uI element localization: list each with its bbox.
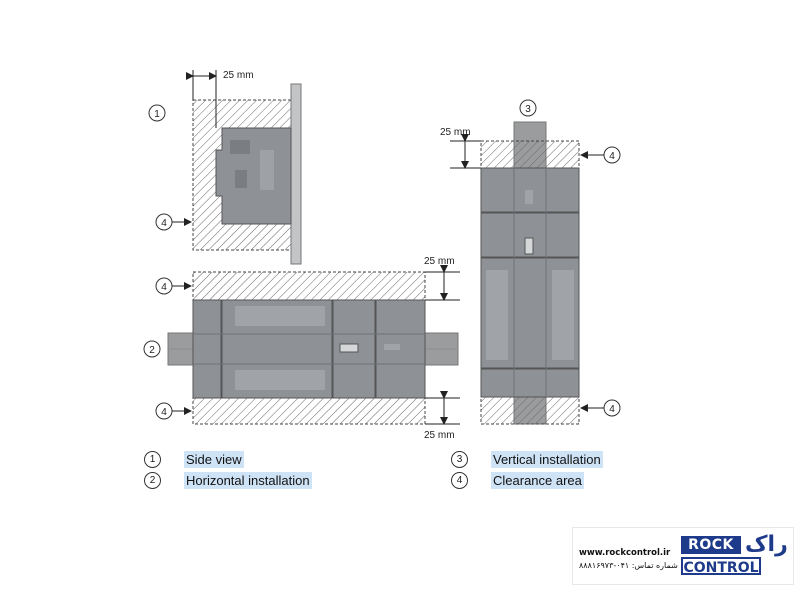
rockcontrol-logo: www.rockcontrol.ir شماره تماس: ۰۴۱-۸۸۸۱۶… <box>572 527 794 585</box>
callout-1-side <box>148 104 166 122</box>
installation-clearance-diagram: 25 mm 1 4 25 mm 25 mm 4 <box>143 70 621 441</box>
legend-label-horizontal-installation: Horizontal installation <box>184 472 312 489</box>
side-view-mounting-panel <box>290 83 302 265</box>
legend-label-side-view: Side view <box>184 451 244 468</box>
logo-persian-text: راک <box>745 532 788 557</box>
callout-3 <box>519 99 537 117</box>
horizontal-module <box>375 299 426 399</box>
side-view-dimension: 25 mm <box>223 70 254 81</box>
side-view-device <box>215 127 292 225</box>
vertical-bottom-clearance <box>480 396 580 425</box>
legend-number-3: 3 <box>451 451 468 468</box>
callout-3-number: 3 <box>525 104 531 115</box>
logo-url: www.rockcontrol.ir <box>579 548 671 558</box>
vertical-module <box>480 368 580 398</box>
logo-phone: شماره تماس: ۰۴۱-۸۸۸۱۶۹۷۳ <box>579 561 678 570</box>
horizontal-module <box>192 299 222 399</box>
callout-2-number: 2 <box>149 345 155 356</box>
side-view: 25 mm 1 4 <box>148 70 302 265</box>
legend-number-1: 1 <box>144 451 161 468</box>
horizontal-top-dimension: 25 mm <box>424 256 455 267</box>
legend-label-clearance-area: Clearance area <box>491 472 584 489</box>
legend-label-vertical-installation: Vertical installation <box>491 451 603 468</box>
horizontal-bottom-dimension: 25 mm <box>424 430 455 441</box>
horizontal-installation: 25 mm 25 mm 4 2 4 <box>143 256 460 441</box>
callout-4-vertical-bottom-number: 4 <box>609 404 615 415</box>
logo-rock-text: ROCK <box>681 536 741 554</box>
vertical-top-clearance <box>480 140 580 169</box>
logo-control-text: CONTROL <box>681 557 761 576</box>
horizontal-top-clearance <box>192 271 426 301</box>
callout-1-side-number: 1 <box>154 109 160 120</box>
callout-4-horizontal-top-number: 4 <box>161 282 167 293</box>
horizontal-bottom-clearance <box>192 397 426 425</box>
callout-2 <box>143 340 161 358</box>
vertical-installation: 25 mm 3 4 4 <box>440 99 621 425</box>
legend-number-2: 2 <box>144 472 161 489</box>
callout-4-horizontal-bottom-number: 4 <box>161 407 167 418</box>
legend-number-4: 4 <box>451 472 468 489</box>
callout-4-vertical-top-number: 4 <box>609 151 615 162</box>
callout-4-side-number: 4 <box>161 218 167 229</box>
vertical-dimension: 25 mm <box>440 127 471 138</box>
